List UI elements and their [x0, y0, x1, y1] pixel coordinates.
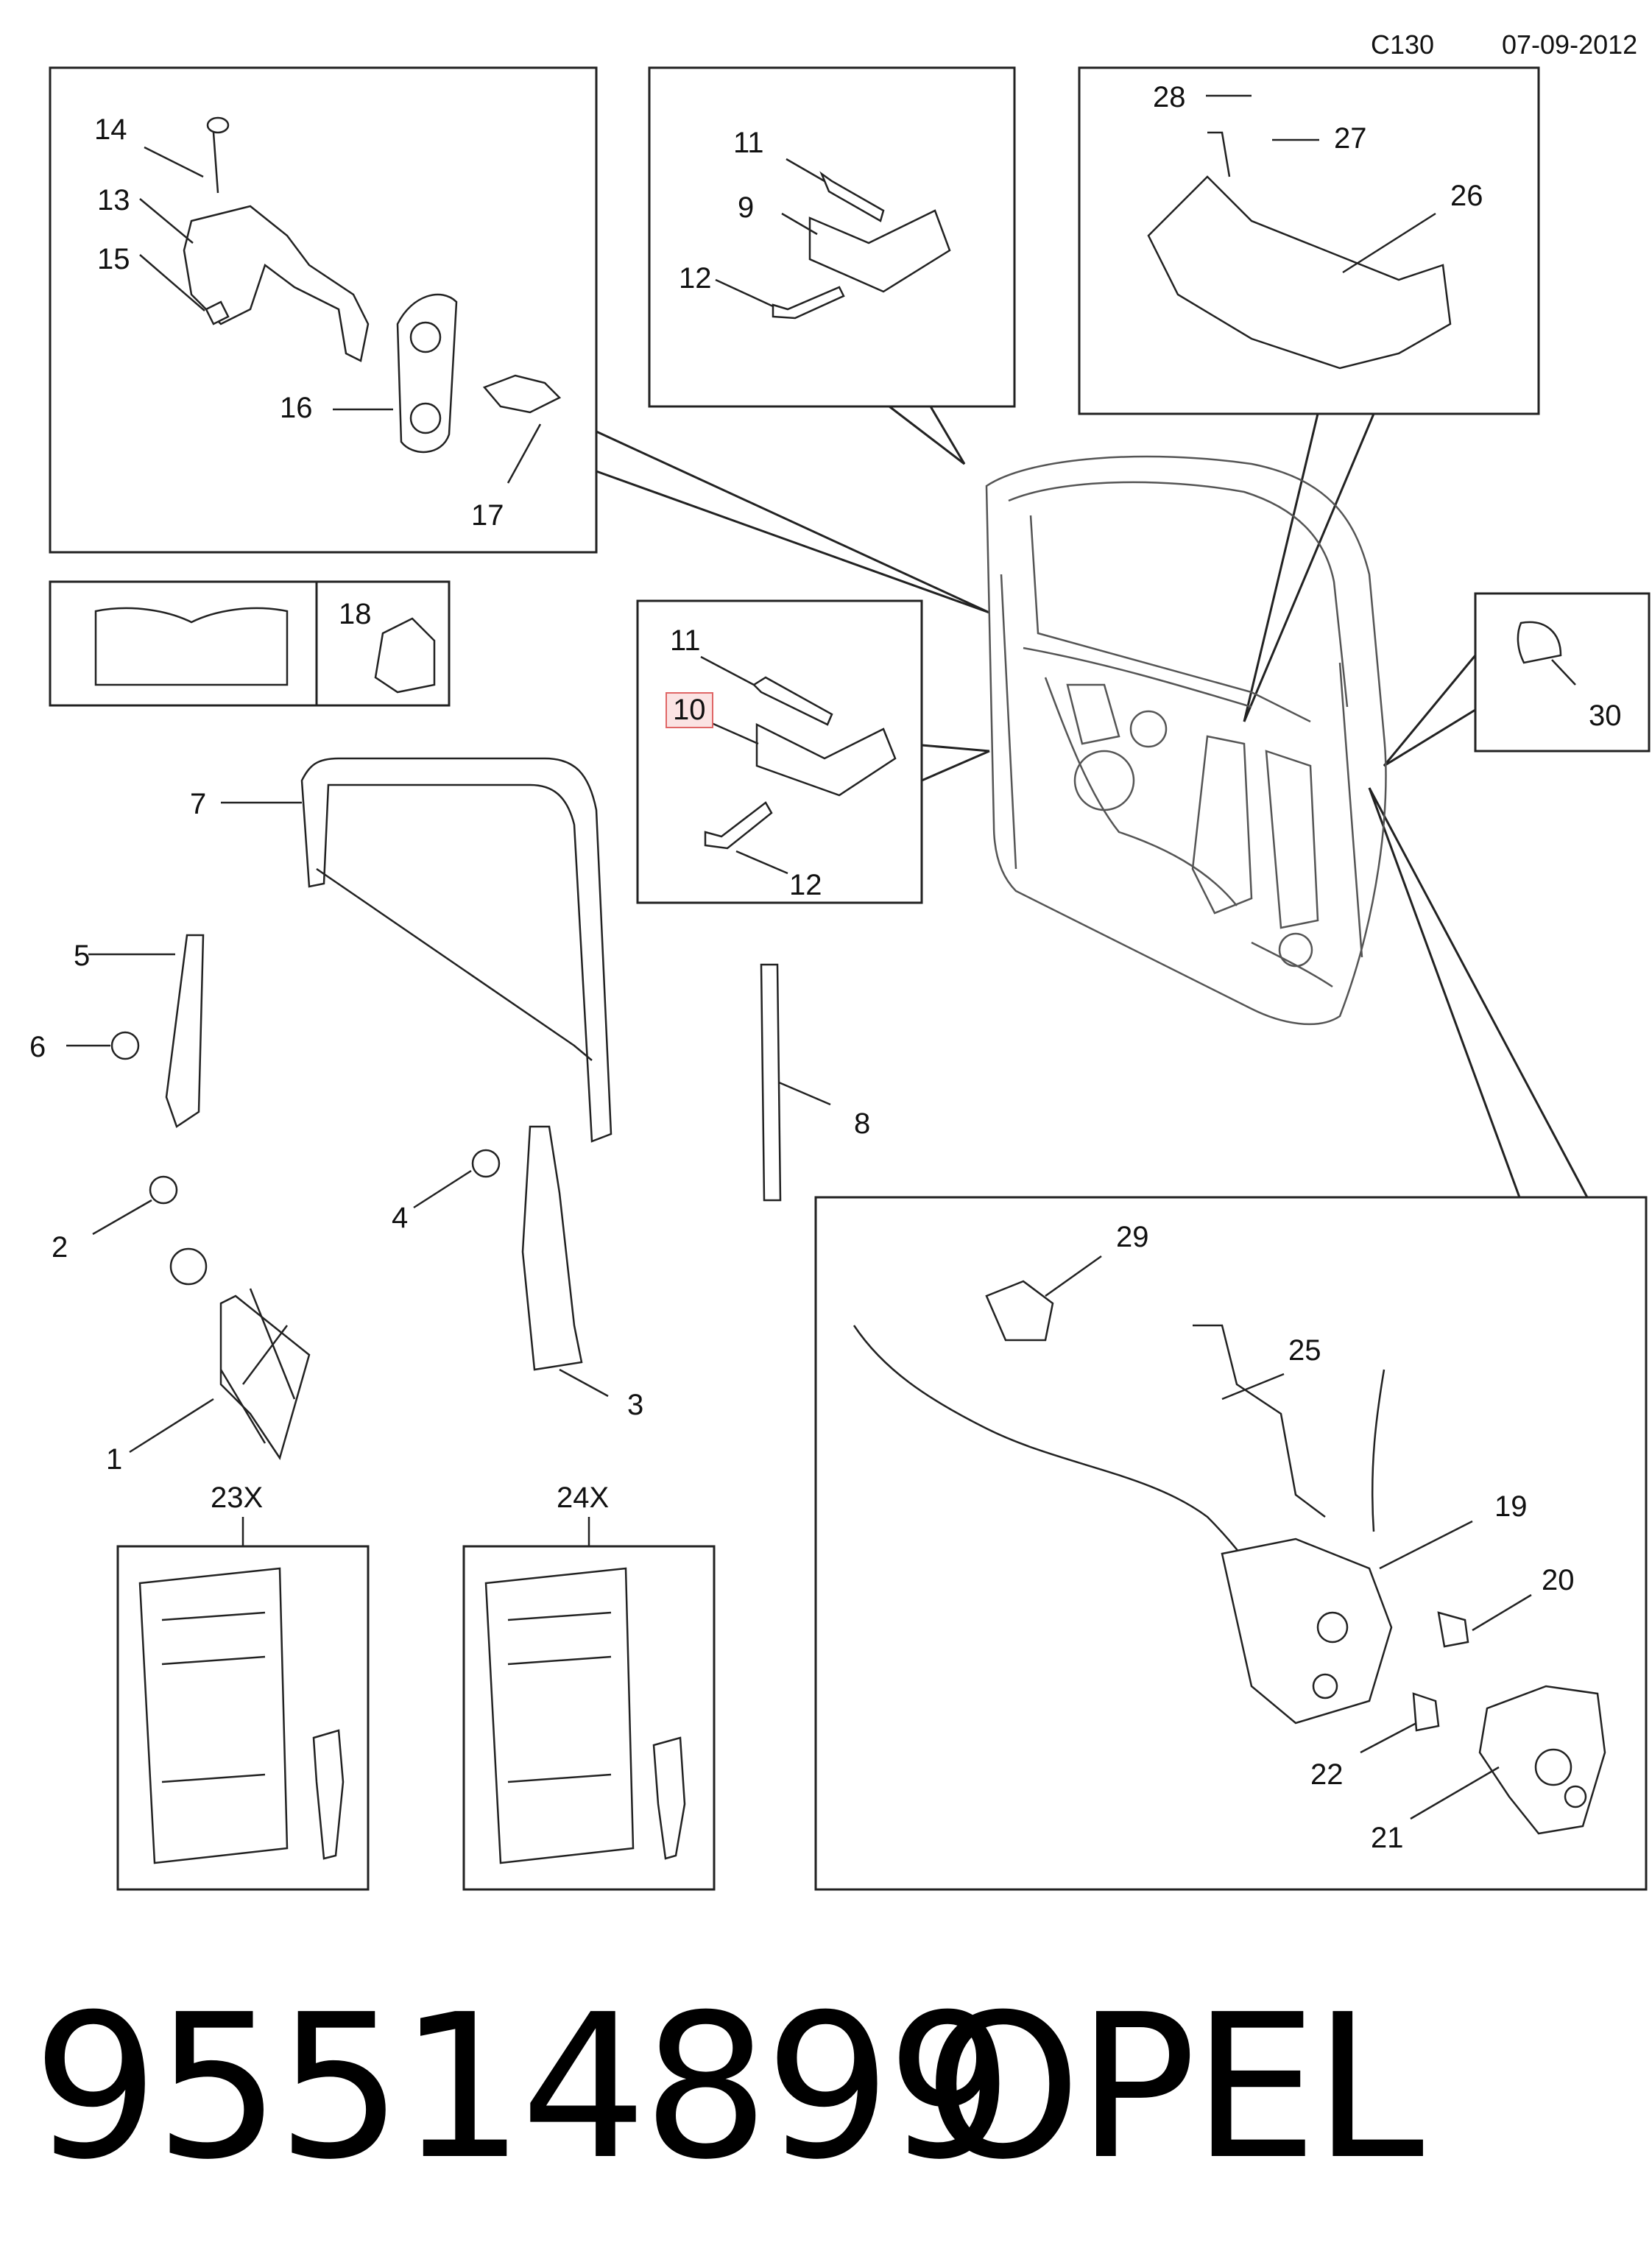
box-lock [814, 1196, 1648, 1891]
callout-27: 27 [1334, 122, 1367, 155]
callout-7: 7 [190, 788, 207, 820]
callout-1: 1 [106, 1443, 123, 1476]
box-bracket [1078, 66, 1540, 415]
callout-14: 14 [94, 113, 127, 146]
callout-9: 9 [738, 191, 755, 224]
callout-20: 20 [1542, 1564, 1575, 1596]
callout-12-upper: 12 [679, 262, 712, 295]
callout-10-highlighted: 10 [666, 692, 713, 728]
callout-11-upper: 11 [733, 127, 764, 159]
callout-26: 26 [1450, 180, 1483, 212]
diagram-code: C130 [1371, 29, 1435, 60]
callout-23x: 23X [211, 1482, 264, 1514]
box-manual [49, 580, 451, 707]
callout-8: 8 [854, 1107, 871, 1140]
callout-28: 28 [1153, 81, 1186, 113]
callout-17: 17 [471, 499, 504, 532]
callout-25: 25 [1288, 1334, 1321, 1367]
callout-18: 18 [339, 598, 372, 630]
callout-15: 15 [97, 243, 130, 275]
callout-5: 5 [74, 940, 91, 972]
brand-name: OPEL [925, 1971, 1424, 2203]
callout-11-lower: 11 [670, 624, 701, 657]
door-shell [985, 455, 1387, 1026]
callout-13: 13 [97, 184, 130, 216]
callout-16: 16 [280, 392, 313, 424]
callout-12-lower: 12 [789, 869, 822, 901]
callout-3: 3 [627, 1389, 644, 1421]
callout-21: 21 [1371, 1822, 1404, 1854]
callout-22: 22 [1310, 1758, 1344, 1791]
box-lower-hinge [636, 599, 923, 904]
callout-19: 19 [1494, 1490, 1528, 1523]
part-number: 95514899 [32, 1971, 1013, 2203]
box-check-strap [49, 66, 598, 554]
diagram-date: 07-09-2012 [1502, 29, 1638, 60]
box-upper-hinge [648, 66, 1016, 408]
callout-24x: 24X [557, 1482, 610, 1514]
box-seal [1474, 592, 1651, 753]
callout-2: 2 [52, 1231, 68, 1264]
callout-4: 4 [392, 1202, 409, 1234]
callout-29: 29 [1116, 1221, 1149, 1253]
callout-30: 30 [1589, 700, 1622, 732]
callout-6: 6 [29, 1031, 46, 1063]
